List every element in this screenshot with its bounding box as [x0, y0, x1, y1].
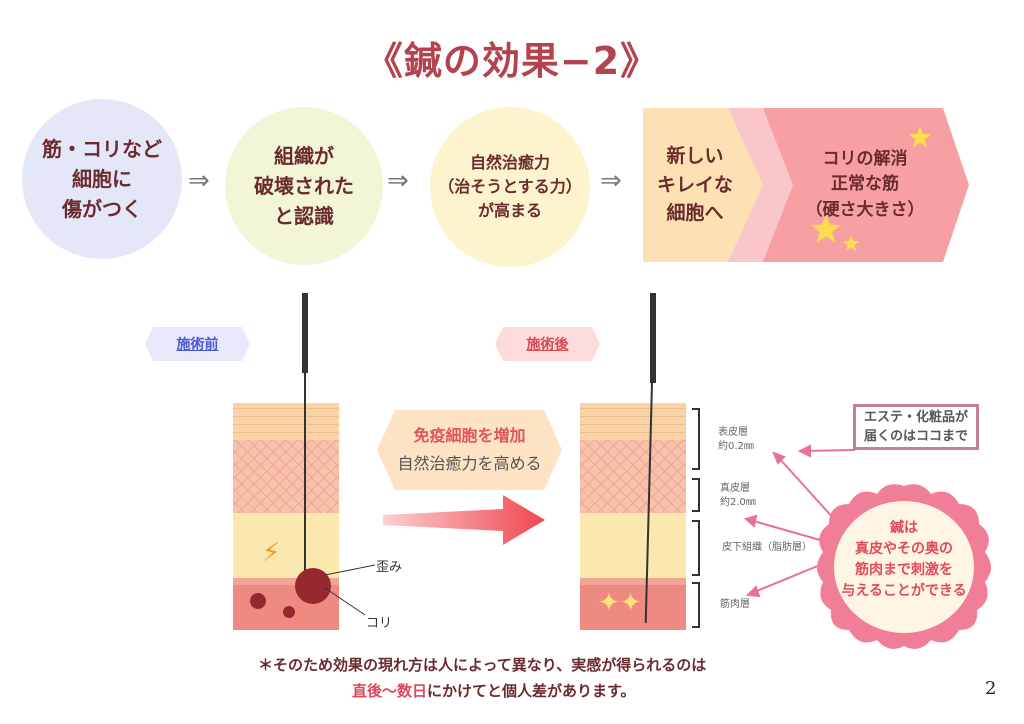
before-tag-bg — [145, 327, 250, 361]
distortion-label: 歪み — [376, 560, 403, 575]
center-box-bg — [377, 410, 562, 490]
flow-arrow: ⇒ — [387, 166, 409, 196]
immune-label: 免疫細胞を増加 — [413, 426, 526, 445]
sparkle-icon: ✦✦ — [598, 588, 642, 618]
knot — [295, 568, 331, 604]
knot-small — [250, 593, 266, 609]
flow-step-3: 自然治癒力 （治そうとする力） が高まる — [430, 107, 590, 267]
flow-step-1: 筋・コリなど 細胞に 傷がつく — [22, 99, 182, 259]
footnote-line2: 直後〜数日にかけてと個人差があります。 — [352, 680, 636, 701]
brace-muscle — [692, 582, 700, 628]
needle-shaft — [304, 373, 306, 578]
big-arrow-icon — [383, 495, 545, 545]
brace-epidermis — [692, 408, 700, 470]
footnote-highlight: 直後〜数日 — [352, 682, 428, 700]
subcutaneous-label: 皮下組織（脂肪層） — [722, 542, 812, 553]
annotation-lines — [324, 564, 376, 616]
before-label: 施術前 — [176, 337, 219, 353]
epidermis-label: 表皮層 約0.2㎜ — [718, 427, 754, 452]
footnote-rest: にかけてと個人差があります。 — [427, 682, 636, 700]
star-icon — [810, 126, 932, 252]
flow-arrow: ⇒ — [600, 166, 622, 196]
badge-bg — [817, 484, 991, 649]
after-label: 施術後 — [526, 337, 569, 353]
muscle-label: 筋肉層 — [720, 599, 750, 610]
flow-step-5: コリの解消 正常な筋 （硬さ大きさ） — [805, 148, 925, 220]
needle — [650, 293, 656, 383]
flow-arrow: ⇒ — [188, 166, 210, 196]
page-number: 2 — [985, 678, 997, 699]
healing-label: 自然治癒力を高める — [397, 454, 542, 473]
chevron-band — [643, 108, 969, 262]
flow-step-2: 組織が 破壊された と認識 — [225, 107, 383, 265]
skin-after-illustration — [580, 403, 686, 630]
lightning-icon: ⚡ — [262, 538, 281, 568]
knot-label: コリ — [366, 616, 393, 631]
flow-step-4: 新しい キレイな 細胞へ — [656, 145, 733, 225]
pointer-arrows — [743, 444, 856, 598]
brace-subcutaneous — [692, 520, 700, 576]
esthe-box: エステ・化粧品が 届くのはココまで — [853, 404, 979, 450]
knot-small — [283, 606, 295, 618]
skin-before-illustration — [233, 403, 339, 630]
needle-badge-text: 鍼は 真皮やその奥の 筋肉まで刺激を 与えることができる — [841, 520, 967, 599]
page-title: 《鍼の効果−2》 — [364, 39, 660, 83]
dermis-label: 真皮層 約2.0㎜ — [720, 483, 756, 508]
after-tag-bg — [495, 327, 600, 361]
brace-dermis — [692, 478, 700, 512]
footnote-line1: ＊そのため効果の現れ方は人によって異なり、実感が得られるのは — [258, 656, 707, 674]
needle — [302, 293, 308, 373]
